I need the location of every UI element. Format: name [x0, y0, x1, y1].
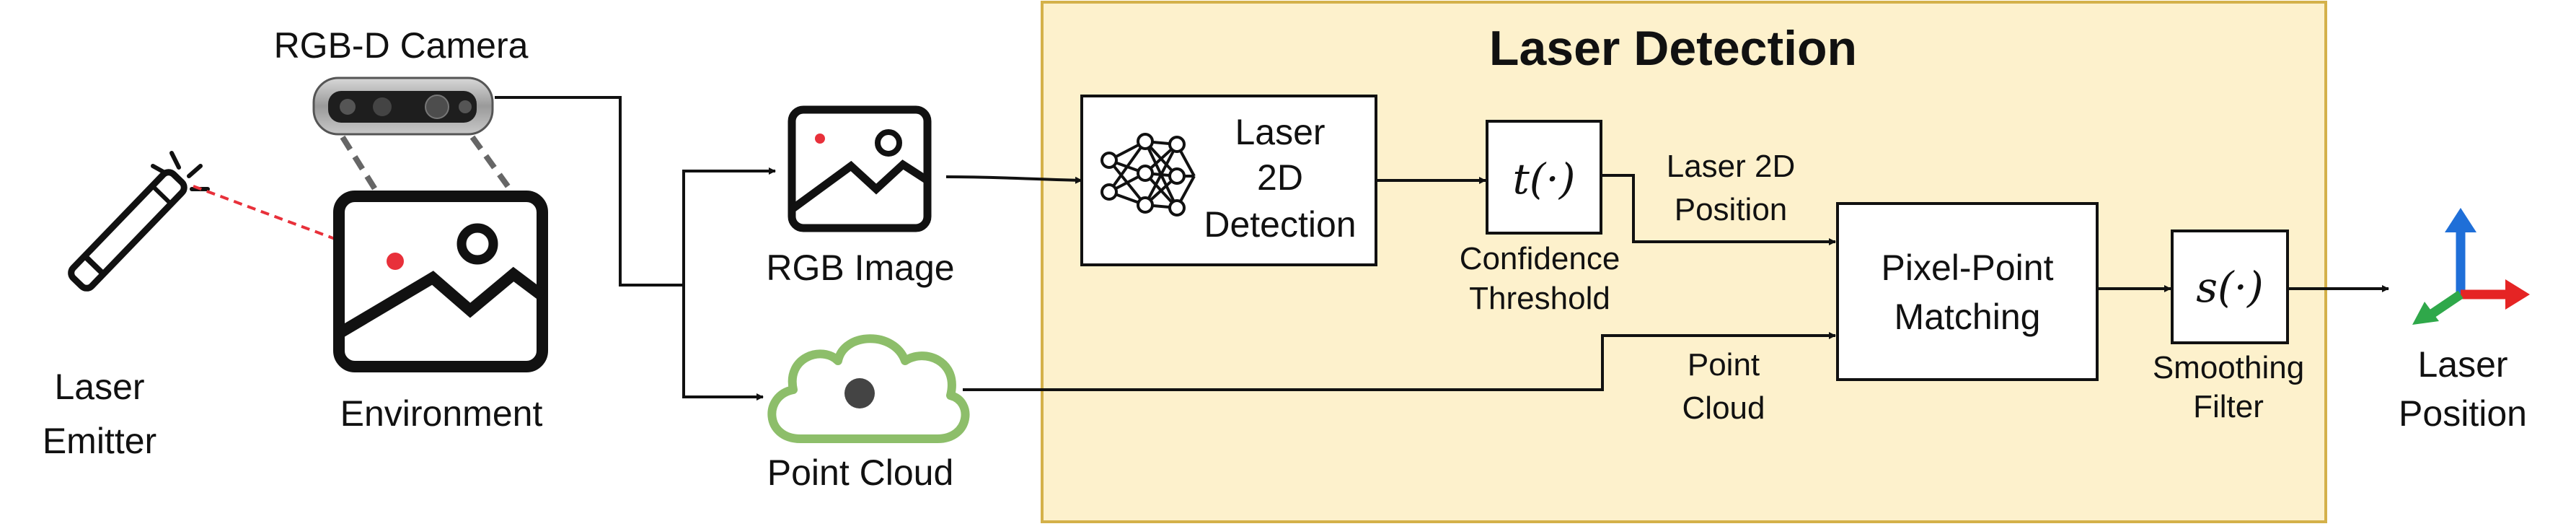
cloud-icon	[767, 334, 970, 443]
rgb-image-label: RGB Image	[766, 248, 954, 288]
pixel-point-matching-box	[1836, 202, 2099, 381]
matching-label-2: Matching	[1894, 297, 2041, 337]
t-function: t(·)	[1513, 154, 1576, 204]
laser2d-label-2: 2D	[1257, 157, 1303, 198]
s-function: s(·)	[2196, 263, 2263, 312]
output-label-1: Laser	[2417, 344, 2507, 385]
edge-laser2d-label-1: Laser 2D	[1667, 149, 1796, 184]
laser-emitter-label-2: Emitter	[43, 421, 156, 461]
confidence-label-1: Confidence	[1460, 241, 1620, 276]
coordinate-axes-icon	[2412, 208, 2530, 325]
matching-label-1: Pixel-Point	[1882, 248, 2054, 288]
smoothing-label-2: Filter	[2193, 389, 2264, 424]
smoothing-label-1: Smoothing	[2153, 350, 2304, 385]
neural-network-icon	[1100, 133, 1196, 217]
edge-pointcloud-label-1: Point	[1688, 347, 1760, 382]
laser2d-label-3: Detection	[1204, 204, 1356, 245]
laser-emitter-label-1: Laser	[54, 367, 144, 407]
edge-laser2d-label-2: Position	[1675, 192, 1788, 227]
smoothing-filter-box	[2171, 229, 2289, 344]
environment-image-icon	[333, 191, 548, 372]
output-label-2: Position	[2399, 393, 2527, 434]
camera-label: RGB-D Camera	[274, 25, 529, 66]
rgb-image-icon	[788, 105, 932, 232]
laser-pointer-icon	[68, 151, 210, 292]
confidence-label-2: Threshold	[1469, 281, 1610, 316]
laser2d-label-1: Laser	[1235, 112, 1325, 152]
panel-title: Laser Detection	[1489, 21, 1857, 76]
confidence-threshold-box	[1486, 120, 1602, 235]
environment-label: Environment	[340, 393, 543, 434]
camera-icon	[312, 76, 494, 136]
edge-pointcloud-label-2: Cloud	[1682, 390, 1765, 426]
point-cloud-label: Point Cloud	[767, 453, 954, 493]
